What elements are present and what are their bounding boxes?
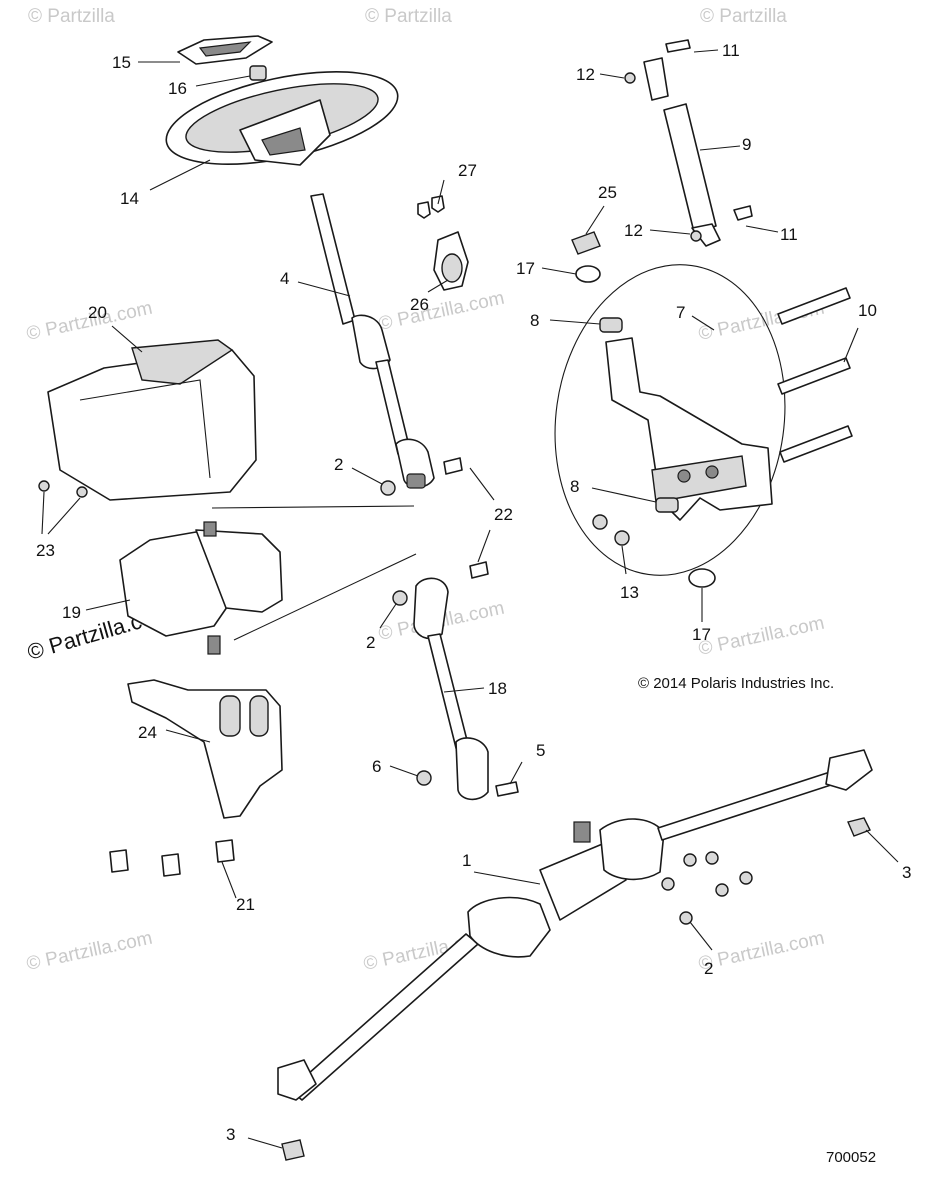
callout-12-upper: 12 <box>576 65 595 84</box>
callout-labels: 15 16 14 4 27 26 11 12 9 12 11 25 17 8 7… <box>36 41 911 1144</box>
callout-8-upper: 8 <box>530 311 539 330</box>
callout-16: 16 <box>168 79 187 98</box>
callout-11-lower: 11 <box>780 225 798 244</box>
lower-steering-shaft <box>413 577 489 801</box>
steering-wheel <box>165 71 399 166</box>
callout-18: 18 <box>488 679 507 698</box>
callout-26: 26 <box>410 295 429 314</box>
callout-3-right: 3 <box>902 863 911 882</box>
nut-3-right <box>847 817 871 837</box>
callout-7: 7 <box>676 303 685 322</box>
nut-6 <box>416 770 432 786</box>
callout-25: 25 <box>598 183 617 202</box>
diagram-id: 700052 <box>826 1149 876 1166</box>
watermark-low-left: © Partzilla.com <box>25 928 155 975</box>
callout-6: 6 <box>372 757 381 776</box>
watermark-right: © Partzilla.com <box>697 613 827 660</box>
nuts-2-lower <box>661 851 753 925</box>
steering-cover-boot <box>47 339 257 501</box>
nut-3-left <box>281 1139 305 1161</box>
mount-bracket-24 <box>127 679 283 819</box>
bolts-21 <box>109 839 235 877</box>
callout-2-upper: 2 <box>334 455 343 474</box>
column-bracket-group <box>554 264 786 576</box>
watermark-low-right: © Partzilla.com <box>697 928 827 975</box>
nut-12-lower <box>690 230 702 242</box>
watermark-top-right: © Partzilla <box>700 6 787 27</box>
callout-21: 21 <box>236 895 255 914</box>
nut-2-mid <box>392 590 408 606</box>
nut-2-upper <box>380 480 396 496</box>
callout-2-mid: 2 <box>366 633 375 652</box>
nut-12-upper <box>624 72 636 84</box>
callout-17-lower: 17 <box>692 625 711 644</box>
callout-15: 15 <box>112 53 131 72</box>
callout-23: 23 <box>36 541 55 560</box>
watermark-top-left: © Partzilla <box>28 6 115 27</box>
callout-13: 13 <box>620 583 639 602</box>
screw-pair <box>417 195 445 219</box>
callout-14: 14 <box>120 189 139 208</box>
cap-25 <box>571 231 601 255</box>
callout-3-left: 3 <box>226 1125 235 1144</box>
callout-4: 4 <box>280 269 289 288</box>
callout-24: 24 <box>138 723 157 742</box>
callout-19: 19 <box>62 603 81 622</box>
long-bolts <box>777 287 853 463</box>
power-steering-unit <box>119 521 283 655</box>
callout-1: 1 <box>462 851 471 870</box>
steering-wheel-cap <box>177 35 273 65</box>
bushing-17-lower <box>688 568 716 588</box>
callout-9: 9 <box>742 135 751 154</box>
screws-23 <box>38 480 88 498</box>
callout-17-upper: 17 <box>516 259 535 278</box>
nuts-13 <box>592 514 630 546</box>
callout-5: 5 <box>536 741 545 760</box>
callout-11-upper: 11 <box>722 41 740 60</box>
bolt-5 <box>495 781 519 797</box>
callout-20: 20 <box>88 303 107 322</box>
callout-8-lower: 8 <box>570 477 579 496</box>
callout-22: 22 <box>494 505 513 524</box>
bolt-11-lower <box>733 205 753 221</box>
watermark-mid-center: © Partzilla.com <box>377 288 507 335</box>
divider-lines <box>211 505 417 641</box>
bolt-11-upper <box>665 39 691 53</box>
callout-10: 10 <box>858 301 877 320</box>
callout-27: 27 <box>458 161 477 180</box>
leader-lines <box>41 49 899 1149</box>
steering-damper <box>643 57 721 247</box>
callout-12-lower: 12 <box>624 221 643 240</box>
watermark-top-center: © Partzilla <box>365 6 452 27</box>
steering-rack <box>277 749 873 1101</box>
copyright-notice: © 2014 Polaris Industries Inc. <box>638 675 834 692</box>
callout-2-lower: 2 <box>704 959 713 978</box>
key-switch <box>433 231 469 291</box>
bushing-17-upper <box>575 265 601 283</box>
upper-steering-shaft <box>310 193 435 489</box>
bolts-22 <box>443 457 489 579</box>
steering-wheel-nut <box>249 65 267 81</box>
